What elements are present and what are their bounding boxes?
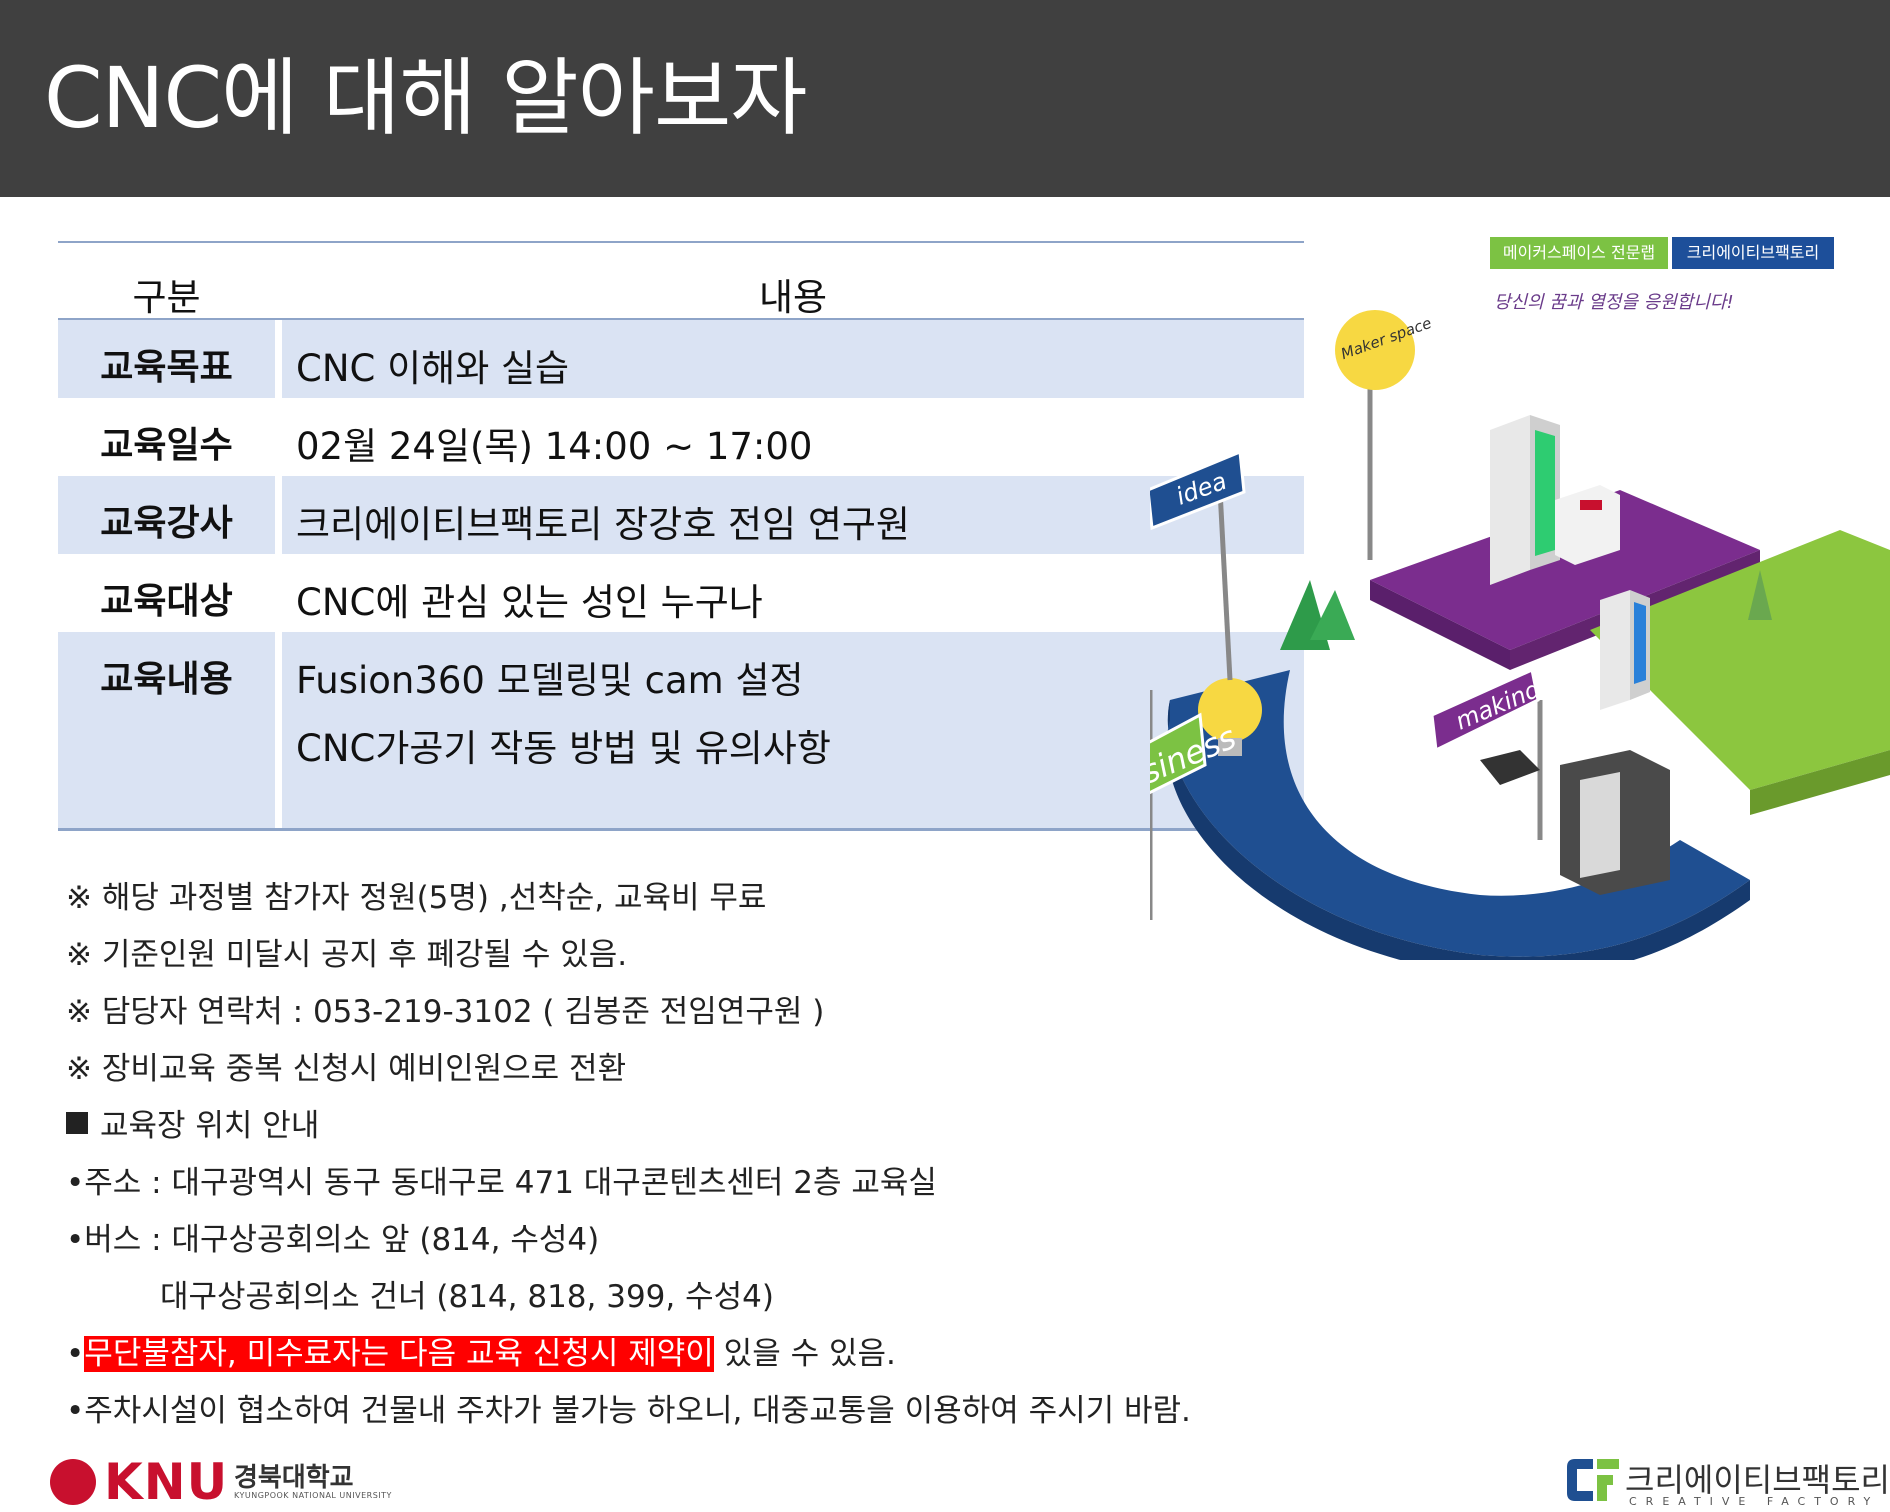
knu-building xyxy=(1555,485,1620,565)
warning-note: •무단불참자, 미수료자는 다음 교육 신청시 제약이 있을 수 있음. xyxy=(66,1336,896,1372)
row-value: CNC에 관심 있는 성인 누구나 xyxy=(296,581,763,624)
knu-logo-text: KNU xyxy=(104,1453,229,1511)
row-key: 교육내용 xyxy=(100,659,233,700)
row-value: Fusion360 모델링및 cam 설정 xyxy=(296,659,804,702)
table-bottom-rule xyxy=(58,828,1304,831)
blue-tower xyxy=(1600,590,1630,710)
page-title: CNC에 대해 알아보자 xyxy=(44,49,808,147)
header-content: 내용 xyxy=(758,276,828,319)
idea-sign xyxy=(1150,449,1246,531)
row-value-2: CNC가공기 작동 방법 및 유의사항 xyxy=(296,727,831,770)
note-item: ※ 해당 과정별 참가자 정원(5명) ,선착순, 교육비 무료 xyxy=(66,880,767,916)
header-category: 구분 xyxy=(132,276,201,319)
tower-building xyxy=(1490,415,1530,585)
green-platform xyxy=(1590,530,1890,790)
bus-line-2: 대구상공회의소 건너 (814, 818, 399, 수성4) xyxy=(160,1279,774,1315)
cf-logo-icon xyxy=(1567,1459,1619,1501)
knu-emblem-icon xyxy=(50,1459,96,1505)
course-info-table: 구분 내용 교육목표 CNC 이해와 실습 교육일수 02월 24일(목) 14… xyxy=(58,241,1304,831)
tag-creative-factory: 크리에이티브팩토리 xyxy=(1672,237,1834,269)
table-row: 교육목표 CNC 이해와 실습 xyxy=(58,320,1304,398)
note-item: ※ 담당자 연락처 : 053-219-3102 ( 김봉준 전임연구원 ) xyxy=(66,994,825,1030)
purple-platform xyxy=(1370,490,1760,650)
slogan: 당신의 꿈과 열정을 응원합니다! xyxy=(1494,292,1734,313)
cf-name-korean: 크리에이티브팩토리 xyxy=(1625,1461,1890,1499)
bus-line-1: •버스 : 대구상공회의소 앞 (814, 수성4) xyxy=(66,1222,600,1258)
chip-icon xyxy=(1480,750,1540,785)
row-key: 교육강사 xyxy=(100,503,233,544)
row-key: 교육일수 xyxy=(100,425,233,466)
row-value: 크리에이티브팩토리 장강호 전임 연구원 xyxy=(296,503,910,546)
making-sign xyxy=(1430,667,1540,753)
maker-space-badge xyxy=(1335,310,1415,390)
note-item: ※ 기준인원 미달시 공지 후 폐강될 수 있음. xyxy=(66,937,628,973)
table-top-rule xyxy=(58,241,1304,243)
knu-name-english: KYUNGPOOK NATIONAL UNIVERSITY xyxy=(234,1491,392,1500)
knu-logo: KNU 경북대학교 KYUNGPOOK NATIONAL UNIVERSITY xyxy=(50,1453,391,1511)
cf-name-english: CREATIVE FACTORY xyxy=(1629,1495,1880,1508)
makerspace-illustration: idea Maker space business making xyxy=(1150,310,1890,960)
parking-note: •주차시설이 협소하여 건물내 주차가 불가능 하오니, 대중교통을 이용하여 … xyxy=(66,1393,1191,1429)
tag-makerspace-lab: 메이커스페이스 전문랩 xyxy=(1490,237,1668,269)
note-heading: 교육장 위치 안내 xyxy=(66,1100,319,1145)
knu-name-korean: 경북대학교 xyxy=(234,1463,354,1493)
highlighted-warning: 무단불참자, 미수료자는 다음 교육 신청시 제약이 xyxy=(84,1336,714,1372)
table-header: 구분 내용 xyxy=(58,243,1304,320)
table-row: 교육대상 CNC에 관심 있는 성인 누구나 xyxy=(58,554,1304,632)
square-bullet-icon xyxy=(66,1112,88,1134)
row-value: 02월 24일(목) 14:00 ~ 17:00 xyxy=(296,425,813,468)
table-row: 교육강사 크리에이티브팩토리 장강호 전임 연구원 xyxy=(58,476,1304,554)
creative-factory-logo: 크리에이티브팩토리 CREATIVE FACTORY xyxy=(1565,1453,1890,1509)
table-row: 교육일수 02월 24일(목) 14:00 ~ 17:00 xyxy=(58,398,1304,476)
note-item: ※ 장비교육 중복 신청시 예비인원으로 전환 xyxy=(66,1051,627,1087)
lightbulb-icon xyxy=(1198,678,1262,742)
row-key: 교육목표 xyxy=(100,347,233,388)
business-sign xyxy=(1150,712,1207,795)
row-value: CNC 이해와 실습 xyxy=(296,347,570,390)
title-bar: CNC에 대해 알아보자 xyxy=(0,0,1890,197)
address-line: •주소 : 대구광역시 동구 동대구로 471 대구콘텐츠센터 2층 교육실 xyxy=(66,1165,937,1201)
row-key: 교육대상 xyxy=(100,581,233,622)
table-row: 교육내용 Fusion360 모델링및 cam 설정 CNC가공기 작동 방법 … xyxy=(58,632,1304,828)
